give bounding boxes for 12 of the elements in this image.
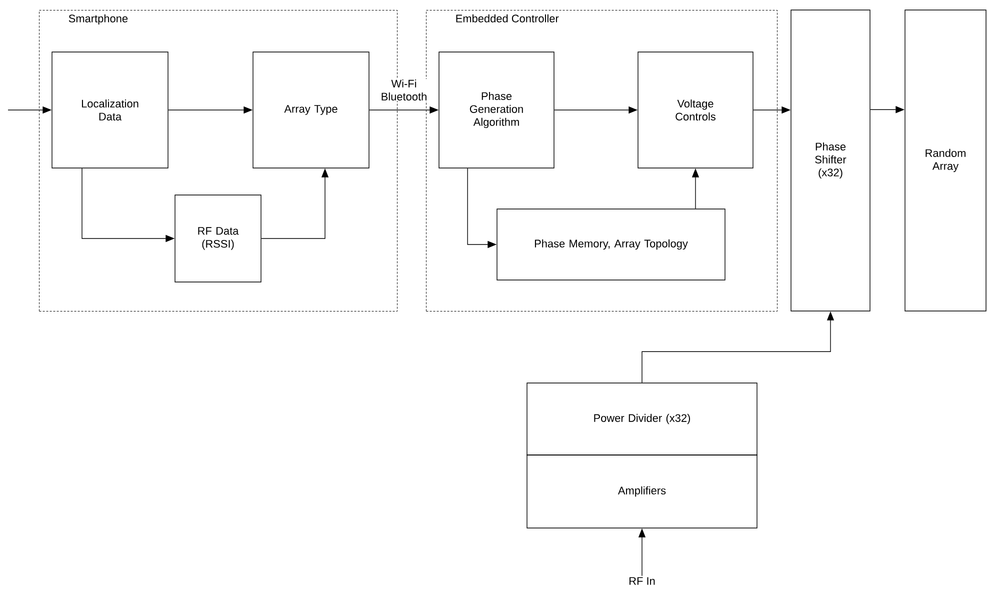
block-box: Power Divider (x32) (526, 382, 758, 456)
block-box: Amplifiers (526, 454, 758, 528)
block-box: Phase Generation Algorithm (438, 52, 554, 168)
signal-label: RF In (630, 577, 655, 585)
block-box: Localization Data (52, 52, 168, 168)
edge-label: Wi-Fi Bluetooth (376, 79, 432, 101)
block-box: Phase Shifter (x32) (790, 10, 870, 312)
block-box: Random Array (904, 10, 986, 312)
block-box: RF Data (RSSI) (174, 194, 262, 282)
block-box: Phase Memory, Array Topology (496, 208, 726, 280)
block-box: Array Type (252, 52, 370, 168)
block-box: Voltage Controls (638, 52, 754, 168)
